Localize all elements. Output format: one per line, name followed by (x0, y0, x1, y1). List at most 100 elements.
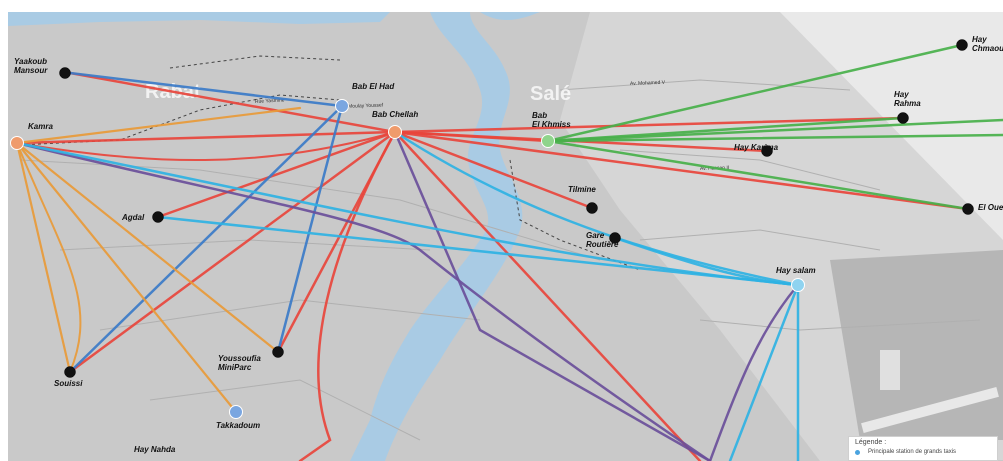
taxi-route-cyan (15, 141, 800, 287)
taxi-route-green (546, 133, 1003, 143)
taxi-route-red (393, 130, 970, 211)
station-label-line2: Rahma (894, 99, 921, 108)
station-label-el-oued: El Oue (978, 203, 1003, 212)
station-dot-icon (855, 449, 860, 455)
taxi-route-green (546, 139, 970, 211)
station-label-hay-karima: Hay Karima (734, 143, 779, 152)
station-label-line1: Bab (532, 111, 547, 120)
station-marker-tabriquet[interactable] (586, 202, 598, 214)
taxi-route-cyan (393, 130, 800, 287)
station-marker-gare-routiere[interactable] (609, 232, 621, 244)
station-label-line2: MiniParc (218, 363, 252, 372)
station-label-kamra: Kamra (28, 122, 53, 131)
station-label-line1: Hay Nahda (134, 445, 176, 454)
ocean (8, 12, 390, 26)
station-label-line1: Hay salam (776, 266, 816, 275)
station-marker-agdal[interactable] (152, 211, 164, 223)
station-label-hay-nahda: Hay Nahda (134, 445, 176, 454)
station-label-line2: Chmaou (972, 44, 1003, 53)
station-label-line1: Gare (586, 231, 605, 240)
taxi-route-red (68, 130, 397, 374)
taxi-route-orange (15, 141, 280, 354)
station-label-line1: Hay (894, 90, 909, 99)
taxi-route-red (16, 131, 396, 162)
taxi-route-purple (15, 141, 712, 461)
station-label-line1: Youssoufia (218, 354, 261, 363)
station-label-line1: Hay Karima (734, 143, 779, 152)
station-label-line1: Bab El Had (352, 82, 395, 91)
station-marker-yaakoub-mansour[interactable] (59, 67, 71, 79)
taxi-route-cyan (613, 236, 800, 287)
taxi-route-cyan (156, 215, 800, 287)
station-label-tabriquet: Tilmine (568, 185, 596, 194)
station-label-agdal: Agdal (121, 213, 145, 222)
station-marker-el-oued[interactable] (962, 203, 974, 215)
station-marker-hay-karima[interactable] (761, 145, 773, 157)
taxi-route-green (546, 118, 1003, 143)
station-marker-hay-chmaou[interactable] (956, 39, 968, 51)
taxi-route-blue (68, 71, 344, 108)
station-label-line2: Routière (586, 240, 619, 249)
station-label-line1: Bab Chellah (372, 110, 418, 119)
station-marker-kamra[interactable] (10, 136, 24, 150)
taxi-route-red (156, 130, 397, 219)
taxi-route-red (15, 130, 397, 145)
legend-row: Principale station de grands taxis (855, 449, 991, 455)
taxi-route-orange (15, 141, 238, 414)
station-marker-hay-salam[interactable] (791, 278, 805, 292)
station-label-line2: Mansour (14, 66, 48, 75)
station-label-line1: Hay (972, 35, 987, 44)
station-label-line1: Souissi (54, 379, 83, 388)
station-label-line2: El Khmiss (532, 120, 571, 129)
rural-zone (830, 250, 1003, 440)
station-label-line1: Takkadoum (216, 421, 260, 430)
station-label-line1: Agdal (121, 213, 145, 222)
taxi-route-red (298, 130, 397, 461)
station-marker-souissi[interactable] (64, 366, 76, 378)
river-bouregreg (350, 12, 523, 461)
taxi-route-purple (708, 283, 800, 461)
airport (861, 350, 999, 433)
station-label-hay-salam: Hay salam (776, 266, 816, 275)
taxi-route-green (546, 43, 964, 143)
street-label: Rue Yasmine (255, 97, 285, 105)
taxi-route-red (393, 130, 594, 210)
station-marker-takkadoum[interactable] (229, 405, 243, 419)
river-mouth (480, 12, 540, 20)
legend-title: Légende : (855, 439, 887, 446)
street-label: Av. Mohamed V (630, 80, 666, 87)
station-marker-bab-el-had[interactable] (335, 99, 349, 113)
taxi-route-orange (16, 142, 82, 373)
station-label-souissi: Souissi (54, 379, 83, 388)
taxi-route-red (393, 130, 702, 461)
station-label-line1: Kamra (28, 122, 53, 131)
station-marker-bab-chellah[interactable] (388, 125, 402, 139)
city-label-sale: Salé (530, 83, 571, 105)
taxi-route-red (68, 71, 397, 134)
station-marker-hay-rahma[interactable] (897, 112, 909, 124)
station-marker-youssoufia[interactable] (272, 346, 284, 358)
taxi-route-blue (68, 104, 344, 374)
street-label: Av. Moulay Youssef (340, 102, 384, 110)
station-label-line1: El Oue (978, 203, 1003, 212)
station-label-bab-el-had: Bab El Had (352, 82, 395, 91)
legend-item-label: Principale station de grands taxis (868, 449, 957, 455)
station-label-takkadoum: Takkadoum (216, 421, 260, 430)
legend: Légende : Principale station de grands t… (848, 436, 998, 461)
taxi-route-purple (393, 130, 712, 461)
taxi-route-orange (15, 106, 302, 145)
station-marker-bab-el-khmiss[interactable] (541, 134, 555, 148)
station-label-line1: Yaakoub (14, 57, 47, 66)
taxi-route-blue (276, 104, 344, 354)
taxi-route-red (393, 116, 905, 134)
station-label-bab-chellah: Bab Chellah (372, 110, 418, 119)
taxi-route-cyan (728, 283, 800, 461)
